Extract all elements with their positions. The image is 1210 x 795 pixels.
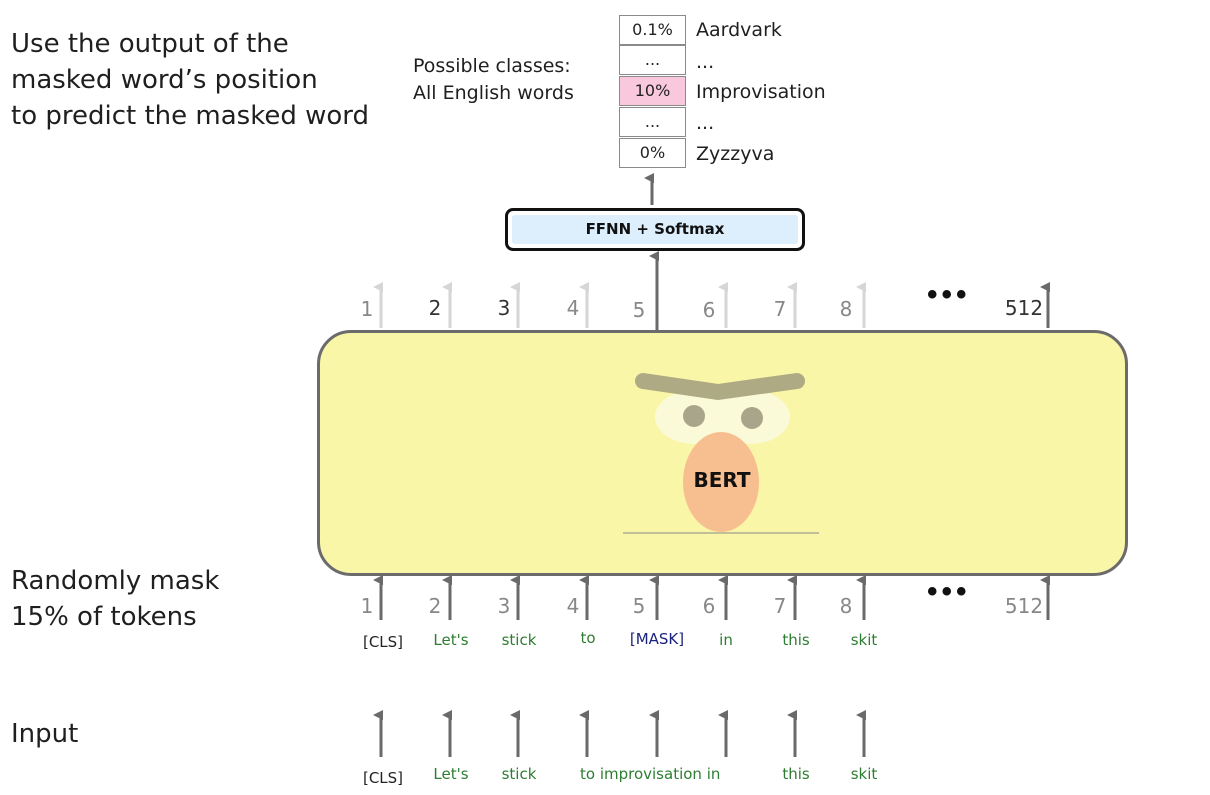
input-token-lets: Let's (433, 765, 469, 783)
masked-token-in: in (719, 631, 733, 649)
prob-cell-improvisation: 10% (619, 76, 686, 106)
bottom-pos-5: 5 (632, 594, 646, 618)
top-ellipsis: ••• (927, 278, 971, 311)
mask-description-line2: 15% of tokens (11, 602, 197, 632)
prob-cell-ellipsis-1: ... (619, 45, 686, 75)
masked-token-lets: Let's (433, 631, 469, 649)
class-word-zyzzyva: Zyzzyva (696, 143, 775, 165)
top-pos-8: 8 (839, 297, 853, 321)
classes-label: Possible classes: All English words (413, 53, 574, 107)
prob-cell-aardvark: 0.1% (619, 15, 686, 45)
bottom-pos-512: 512 (1004, 594, 1044, 618)
bert-pupil-left (683, 405, 705, 427)
ffnn-softmax-box: FFNN + Softmax (505, 208, 805, 251)
masked-token-stick: stick (501, 631, 537, 649)
classes-label-line1: Possible classes: (413, 55, 571, 77)
class-word-ellipsis-1: ... (696, 51, 715, 73)
top-pos-5: 5 (632, 298, 646, 322)
output-description-line3: to predict the masked word (11, 101, 370, 131)
top-pos-6: 6 (702, 298, 716, 322)
masked-token-cls: [CLS] (362, 633, 404, 651)
output-arrows (373, 282, 866, 328)
classes-label-line2: All English words (413, 82, 574, 104)
input-label: Input (11, 719, 79, 749)
top-pos-2: 2 (428, 296, 442, 320)
bert-nose (683, 432, 759, 532)
class-word-improvisation: Improvisation (696, 81, 826, 103)
class-word-aardvark: Aardvark (696, 19, 782, 41)
bottom-pos-2: 2 (428, 594, 442, 618)
bottom-pos-3: 3 (497, 594, 511, 618)
top-pos-4: 4 (566, 296, 580, 320)
input-token-skit: skit (850, 765, 878, 783)
bert-face-icon (623, 373, 819, 534)
class-word-ellipsis-2: ... (696, 112, 715, 134)
mask-description: Randomly mask 15% of tokens (11, 563, 219, 635)
bert-label: BERT (693, 468, 751, 492)
masked-token-mask: [MASK] (629, 630, 685, 648)
top-pos-512: 512 (1004, 296, 1044, 320)
output-description-line1: Use the output of the (11, 29, 289, 59)
output-description-line2: masked word’s position (11, 65, 318, 95)
bert-brow (635, 373, 805, 400)
prob-cell-zyzzyva: 0% (619, 138, 686, 168)
mask-description-line1: Randomly mask (11, 566, 220, 596)
input-token-this: this (782, 765, 810, 783)
bottom-pos-4: 4 (566, 594, 580, 618)
top-pos-1: 1 (360, 297, 374, 321)
masked-token-this: this (782, 631, 810, 649)
prob-cell-ellipsis-2: ... (619, 107, 686, 137)
bert-input-arrows (373, 575, 1050, 620)
masked-token-to: to (580, 629, 596, 647)
masked-token-skit: skit (850, 631, 878, 649)
bert-pupil-right (741, 407, 763, 429)
top-pos-7: 7 (773, 297, 787, 321)
raw-input-arrows (373, 710, 866, 757)
ffnn-softmax-label: FFNN + Softmax (512, 215, 798, 244)
bottom-pos-8: 8 (839, 594, 853, 618)
bottom-ellipsis: ••• (927, 575, 971, 608)
bottom-pos-7: 7 (773, 594, 787, 618)
bottom-pos-6: 6 (702, 594, 716, 618)
input-token-cls: [CLS] (362, 769, 404, 787)
input-token-to-improvisation-in: to improvisation in (580, 765, 721, 783)
output-description: Use the output of the masked word’s posi… (11, 26, 369, 134)
input-token-stick: stick (501, 765, 537, 783)
top-pos-3: 3 (497, 296, 511, 320)
bottom-pos-1: 1 (360, 594, 374, 618)
